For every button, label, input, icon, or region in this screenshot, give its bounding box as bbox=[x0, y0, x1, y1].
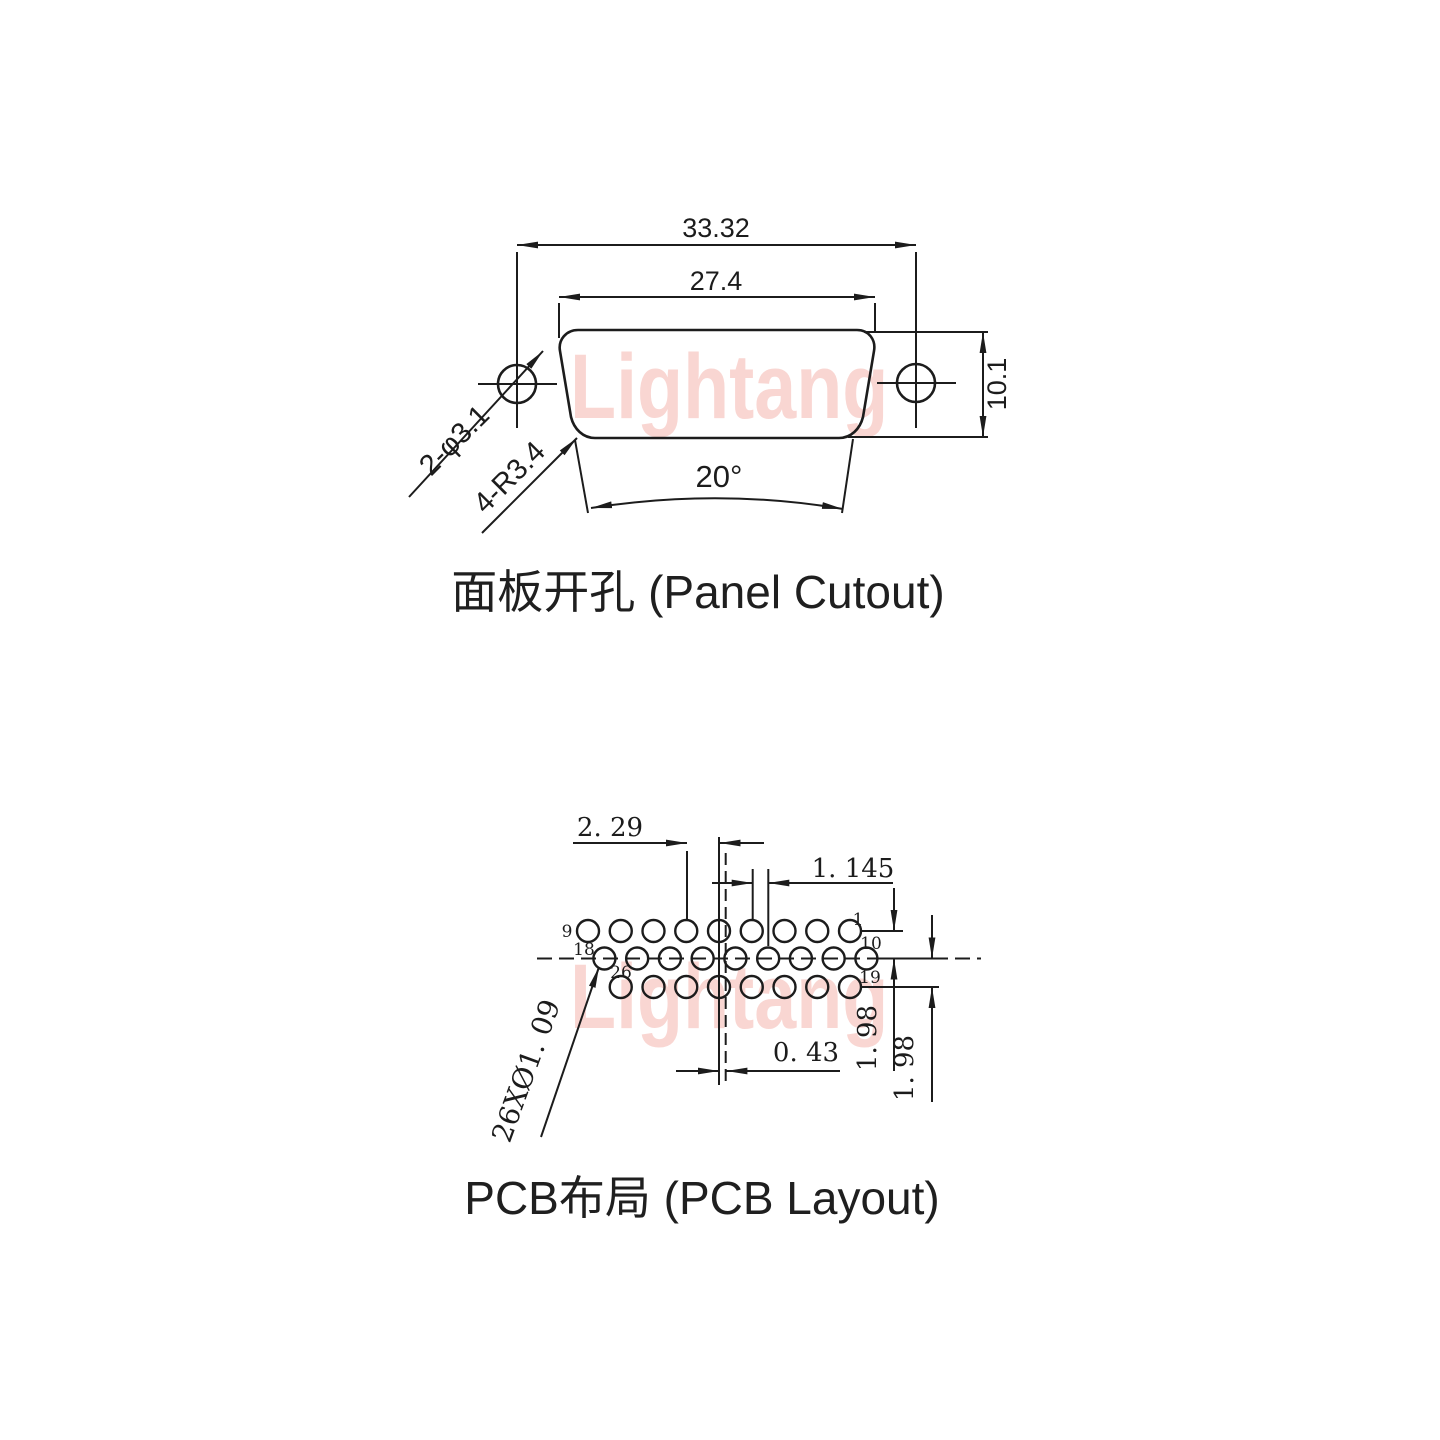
pin-hole bbox=[608, 974, 633, 1000]
pin-label-10: 10 bbox=[860, 934, 882, 954]
pin-label-18: 18 bbox=[573, 940, 595, 960]
pin-hole bbox=[788, 946, 814, 971]
label-2-phi3-1: 2-φ3.1 bbox=[413, 399, 496, 482]
dimension-draft-angle: 20° bbox=[574, 438, 854, 514]
pin-hole bbox=[674, 918, 699, 944]
pin-hole bbox=[706, 918, 732, 944]
dimension-pitch: 2. 29 bbox=[573, 813, 764, 919]
pin-hole bbox=[592, 946, 617, 971]
dimension-row-gap-bottom: 1. 98 bbox=[890, 915, 936, 1102]
dim-20deg-value: 20° bbox=[696, 459, 743, 494]
pin-hole bbox=[739, 974, 764, 1000]
mounting-hole-left bbox=[478, 363, 557, 405]
pin-number-labels: 9 1 10 18 19 26 bbox=[562, 910, 882, 988]
label-4-r3-4: 4-R3.4 bbox=[468, 436, 552, 520]
pcb-layout-caption: PCB布局 (PCB Layout) bbox=[464, 1172, 940, 1224]
dim-27-4-value: 27.4 bbox=[690, 266, 743, 296]
pin-hole bbox=[641, 974, 666, 1000]
dim-1-98-top-value: 1. 98 bbox=[853, 1005, 883, 1071]
pin-hole bbox=[608, 918, 633, 944]
pin-hole bbox=[772, 974, 797, 1000]
pin-hole bbox=[755, 946, 781, 971]
dim-1-145-value: 1. 145 bbox=[812, 854, 895, 884]
watermark-text-pcb: Lightang bbox=[570, 945, 888, 1048]
pin-hole bbox=[805, 974, 830, 1000]
pin-hole bbox=[723, 946, 748, 971]
dim-10-1-value: 10.1 bbox=[982, 358, 1012, 411]
dimension-overall-width: 33.32 bbox=[516, 213, 917, 428]
dim-0-43-value: 0. 43 bbox=[773, 1038, 839, 1068]
panel-cutout-caption: 面板开孔 (Panel Cutout) bbox=[451, 566, 945, 618]
pin-hole bbox=[657, 946, 683, 971]
pin-label-1: 1 bbox=[853, 910, 864, 930]
pin-hole bbox=[624, 946, 650, 971]
dimension-half-pitch: 1. 145 bbox=[712, 854, 894, 946]
pin-hole bbox=[575, 918, 601, 944]
dimension-cutout-width: 27.4 bbox=[558, 266, 876, 338]
dim-33-32-value: 33.32 bbox=[682, 213, 750, 243]
pin-hole bbox=[690, 946, 715, 971]
pin-label-26: 26 bbox=[610, 963, 632, 983]
d-cutout-outline bbox=[558, 328, 876, 440]
pin-label-9: 9 bbox=[562, 922, 573, 942]
dim-1-98-bottom-value: 1. 98 bbox=[890, 1035, 920, 1101]
pin-hole bbox=[772, 918, 797, 944]
watermark-layer: Lightang Lightang bbox=[570, 335, 888, 1048]
pin-hole bbox=[641, 918, 666, 944]
pin-label-19: 19 bbox=[859, 968, 881, 988]
pin-hole bbox=[739, 918, 764, 944]
watermark-text-panel: Lightang bbox=[570, 335, 888, 438]
pin-hole bbox=[821, 946, 846, 971]
dimension-center-offset: 0. 43 bbox=[676, 1038, 840, 1075]
pin-grid bbox=[575, 918, 879, 1000]
pin-hole bbox=[706, 974, 732, 1000]
dimension-row-gap-top: 1. 98 bbox=[853, 888, 898, 1071]
mounting-hole-right bbox=[877, 362, 956, 404]
pin-hole bbox=[805, 918, 830, 944]
label-26x-hole: 26XØ1. 09 bbox=[485, 995, 567, 1147]
dim-2-29-value: 2. 29 bbox=[577, 813, 643, 843]
pin-hole bbox=[674, 974, 699, 1000]
dimension-cutout-height: 10.1 bbox=[848, 331, 1012, 438]
callout-corner-radius: 4-R3.4 bbox=[468, 436, 578, 534]
